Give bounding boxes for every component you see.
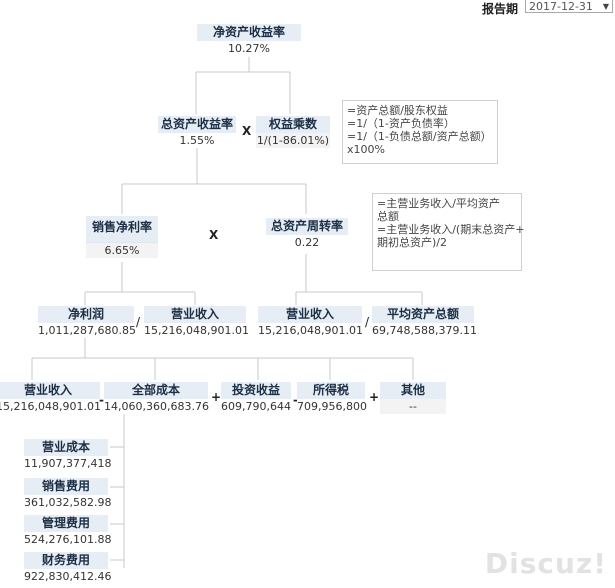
node-equity-multiplier: 权益乘数 1/(1-86.01%) — [256, 116, 330, 148]
report-period-select[interactable]: 2017-12-31 ▼ — [525, 0, 613, 13]
node-label: 营业收入 — [144, 306, 246, 323]
node-label: 财务费用 — [24, 552, 108, 569]
node-label: 其他 — [380, 382, 446, 399]
node-value: 11,907,377,418 — [24, 456, 112, 471]
formula-line: x100% — [347, 143, 385, 156]
operator-minus: - — [293, 393, 298, 407]
node-label: 全部成本 — [104, 382, 208, 399]
operator-divide: / — [365, 315, 370, 329]
node-label: 总资产收益率 — [158, 116, 236, 133]
node-net-margin: 销售净利率 6.65% — [86, 216, 158, 258]
report-period-value: 2017-12-31 — [529, 0, 593, 13]
node-label: 销售净利率 — [86, 216, 158, 242]
node-asset-turnover: 总资产周转率 0.22 — [266, 218, 348, 250]
node-revenue-component: 营业收入 15,216,048,901.01 — [0, 382, 101, 414]
operator-times: X — [209, 228, 219, 242]
node-avg-assets: 平均资产总额 69,748,588,379.11 — [372, 306, 477, 338]
node-finance-expense: 财务费用 922,830,412.46 — [24, 552, 112, 584]
node-value: 15,216,048,901.01 — [0, 399, 101, 414]
node-label: 销售费用 — [24, 478, 108, 495]
node-roe: 净资产收益率 10.27% — [197, 24, 301, 56]
node-label: 投资收益 — [221, 382, 291, 399]
node-income-tax: 所得税 709,956,800 — [297, 382, 367, 414]
node-label: 权益乘数 — [256, 116, 330, 133]
operator-divide: / — [136, 315, 141, 329]
node-value: 1,011,287,680.85 — [38, 323, 136, 338]
node-value: 709,956,800 — [297, 399, 367, 414]
node-revenue-turnover: 营业收入 15,216,048,901.01 — [258, 306, 363, 338]
node-label: 平均资产总额 — [372, 306, 474, 323]
node-value: 0.22 — [266, 235, 348, 250]
node-value: 1.55% — [158, 133, 236, 148]
node-operating-cost: 营业成本 11,907,377,418 — [24, 439, 112, 471]
formula-line: =主营业务收入/平均资产 — [377, 197, 500, 210]
node-label: 营业收入 — [0, 382, 100, 399]
node-admin-expense: 管理费用 524,276,101.88 — [24, 515, 112, 547]
formula-line: 期初总资产)/2 — [377, 236, 447, 249]
node-value: 14,060,360,683.76 — [104, 399, 209, 414]
node-other: 其他 -- — [380, 382, 446, 414]
node-total-cost: 全部成本 14,060,360,683.76 — [104, 382, 209, 414]
operator-plus: + — [211, 390, 222, 404]
node-value: 1/(1-86.01%) — [256, 133, 330, 148]
equity-multiplier-formula-note: =资产总额/股东权益 =1/（1-资产负债率） =1/（1-负债总额/资产总额）… — [342, 100, 498, 164]
node-label: 营业收入 — [258, 306, 362, 323]
node-value: 10.27% — [197, 41, 301, 56]
operator-plus: + — [369, 390, 380, 404]
node-label: 营业成本 — [24, 439, 108, 456]
node-investment-income: 投资收益 609,790,644 — [221, 382, 291, 414]
formula-line: =1/（1-资产负债率） — [347, 117, 455, 130]
node-value: 6.65% — [86, 242, 158, 258]
formula-line: =资产总额/股东权益 — [347, 104, 448, 117]
node-value: 69,748,588,379.11 — [372, 323, 477, 338]
watermark-logo: Discuz! — [484, 547, 607, 580]
node-label: 总资产周转率 — [266, 218, 348, 235]
node-value: 922,830,412.46 — [24, 569, 112, 584]
node-label: 净资产收益率 — [197, 24, 301, 41]
node-value: 524,276,101.88 — [24, 532, 112, 547]
node-label: 管理费用 — [24, 515, 108, 532]
report-period-bar: 报告期 2017-12-31 ▼ — [475, 0, 615, 16]
node-value: 361,032,582.98 — [24, 495, 112, 510]
node-roa: 总资产收益率 1.55% — [158, 116, 236, 148]
formula-line: 总额 — [377, 210, 399, 223]
node-value: -- — [380, 399, 446, 414]
formula-line: =1/（1-负债总额/资产总额） — [347, 130, 492, 143]
chevron-down-icon: ▼ — [602, 2, 609, 11]
node-value: 15,216,048,901.01 — [144, 323, 249, 338]
operator-minus: - — [99, 393, 104, 407]
formula-line: =主营业务收入/(期末总资产+ — [377, 223, 525, 236]
node-value: 609,790,644 — [221, 399, 291, 414]
operator-times: X — [242, 124, 252, 138]
node-value: 15,216,048,901.01 — [258, 323, 363, 338]
node-label: 净利润 — [38, 306, 134, 323]
report-period-label: 报告期 — [481, 2, 518, 16]
node-sales-expense: 销售费用 361,032,582.98 — [24, 478, 112, 510]
node-label: 所得税 — [297, 382, 365, 399]
node-revenue: 营业收入 15,216,048,901.01 — [144, 306, 249, 338]
node-net-profit: 净利润 1,011,287,680.85 — [38, 306, 136, 338]
asset-turnover-formula-note: =主营业务收入/平均资产 总额 =主营业务收入/(期末总资产+ 期初总资产)/2 — [372, 193, 525, 271]
